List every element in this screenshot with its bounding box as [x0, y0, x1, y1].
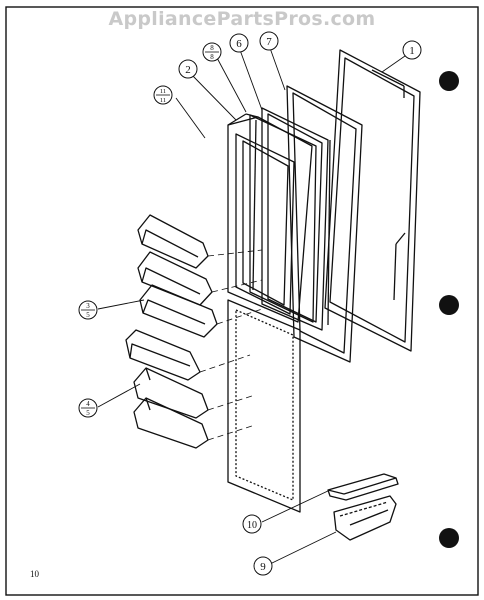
binder-hole-middle — [439, 295, 459, 315]
callout-4a-label: 4 — [86, 400, 90, 408]
callout-3: 3 5 — [78, 300, 98, 320]
callout-8a-label: 8 — [210, 44, 214, 52]
callout-9: 9 — [253, 556, 273, 576]
callout-7: 7 — [259, 31, 279, 51]
callout-2-label: 2 — [185, 64, 191, 76]
callout-8b-label: 8 — [210, 53, 214, 61]
butter-compartment-lid — [327, 473, 399, 501]
lower-frame — [227, 299, 301, 513]
callout-9-label: 9 — [260, 561, 266, 573]
inner-door-liner — [261, 107, 331, 331]
callout-5b-label: 5 — [86, 409, 90, 417]
binder-hole-top — [439, 71, 459, 91]
callout-3a-label: 3 — [86, 302, 90, 310]
page-number: 10 — [30, 569, 39, 579]
callout-1: 1 — [402, 40, 422, 60]
outer-door-panel — [324, 49, 421, 352]
callout-10-label: 10 — [247, 520, 257, 531]
diagram-frame — [5, 6, 479, 596]
callout-6-label: 6 — [236, 38, 242, 50]
callout-1-label: 1 — [409, 45, 415, 57]
alignment-lines — [199, 249, 266, 441]
binder-hole-bottom — [439, 528, 459, 548]
callout-7-label: 7 — [266, 36, 272, 48]
callout-2: 2 — [178, 59, 198, 79]
callout-11b-label: 11 — [160, 97, 166, 104]
leader-lines — [97, 47, 406, 565]
callout-10: 10 — [242, 514, 262, 534]
watermark-text: AppliancePartsPros.com — [108, 8, 376, 30]
callout-4: 4 5 — [78, 398, 98, 418]
door-shelf-frame — [227, 113, 313, 323]
callout-11a-label: 11 — [160, 88, 166, 95]
butter-tray — [333, 495, 397, 541]
callout-8-9: 8 8 — [202, 42, 222, 62]
callout-6: 6 — [229, 33, 249, 53]
callout-11: 11 11 — [153, 85, 173, 105]
callout-5a-label: 5 — [86, 311, 90, 319]
